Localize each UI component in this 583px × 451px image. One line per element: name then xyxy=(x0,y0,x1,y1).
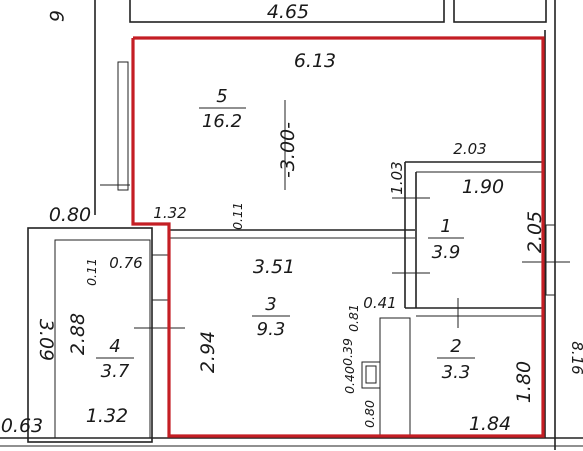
dim-room3-wall-b: 0.41 xyxy=(363,294,396,312)
room1-area: 3.9 xyxy=(432,242,461,263)
dim-room3-width: 3.51 xyxy=(253,256,295,278)
neighbor-room-top-right xyxy=(453,0,547,23)
dim-room1-outer-width: 2.03 xyxy=(453,140,486,158)
neighbor-room-top xyxy=(129,0,445,23)
room2-number: 2 xyxy=(450,336,461,357)
dim-room1-height: 2.05 xyxy=(524,211,546,253)
room4-outer xyxy=(27,227,153,443)
room3-number: 3 xyxy=(265,294,276,315)
shaft-inner xyxy=(365,365,377,384)
dim-corridor-width: 0.80 xyxy=(49,204,91,226)
window-room5 xyxy=(117,61,129,191)
room5-number: 5 xyxy=(216,86,227,107)
dim-top-neighbor: 4.65 xyxy=(267,1,309,23)
dim-room4-outer-height: 3.09 xyxy=(35,319,57,361)
room4-number: 4 xyxy=(109,336,120,357)
dim-total-height: 8.16 xyxy=(568,341,583,374)
dim-room3-height: 2.94 xyxy=(197,331,219,373)
room3-area: 9.3 xyxy=(257,319,286,340)
dim-ceiling-height: -3.00- xyxy=(277,122,299,178)
dim-room2-height: 1.80 xyxy=(513,361,535,403)
apartment-outline xyxy=(131,36,545,438)
shaft-outer xyxy=(361,361,381,389)
window-room1 xyxy=(545,224,556,296)
dimension-labels: 6 4.65 6.13 -3.00- 2.03 1.03 1.90 2.05 0… xyxy=(1,1,583,437)
dim-room5-wall: 0.11 xyxy=(230,202,245,230)
room5-area: 16.2 xyxy=(202,111,242,132)
room2-area: 3.3 xyxy=(442,362,471,383)
dim-room5-step: 1.32 xyxy=(153,204,186,222)
room4-area: 3.7 xyxy=(101,361,130,382)
dim-room3-niche-c: 0.80 xyxy=(362,400,377,428)
dim-room3-niche-a: 0.39 xyxy=(340,338,355,366)
dim-room4-height: 2.88 xyxy=(67,313,89,355)
dim-room1-width: 1.90 xyxy=(462,176,504,198)
room1-number: 1 xyxy=(440,216,451,237)
dim-room5-width: 6.13 xyxy=(294,50,336,72)
room-labels: 5 16.2 3 9.3 1 3.9 2 3.3 4 3.7 xyxy=(96,86,475,383)
dim-bottom-left: 0.63 xyxy=(1,415,43,437)
dim-room4-door: 0.76 xyxy=(109,254,142,272)
dim-room2-width: 1.84 xyxy=(469,413,511,435)
dim-room1-wall-height: 1.03 xyxy=(388,161,406,194)
dim-room4-width: 1.32 xyxy=(86,405,128,427)
niche-wall xyxy=(379,317,411,437)
dim-room3-wall-a: 0.81 xyxy=(346,304,361,332)
dim-room4-wall: 0.11 xyxy=(84,258,99,286)
dim-room3-niche-b: 0.40 xyxy=(342,366,357,394)
dimension-ticks xyxy=(134,100,570,329)
dim-top-partial: 6 xyxy=(45,10,67,22)
